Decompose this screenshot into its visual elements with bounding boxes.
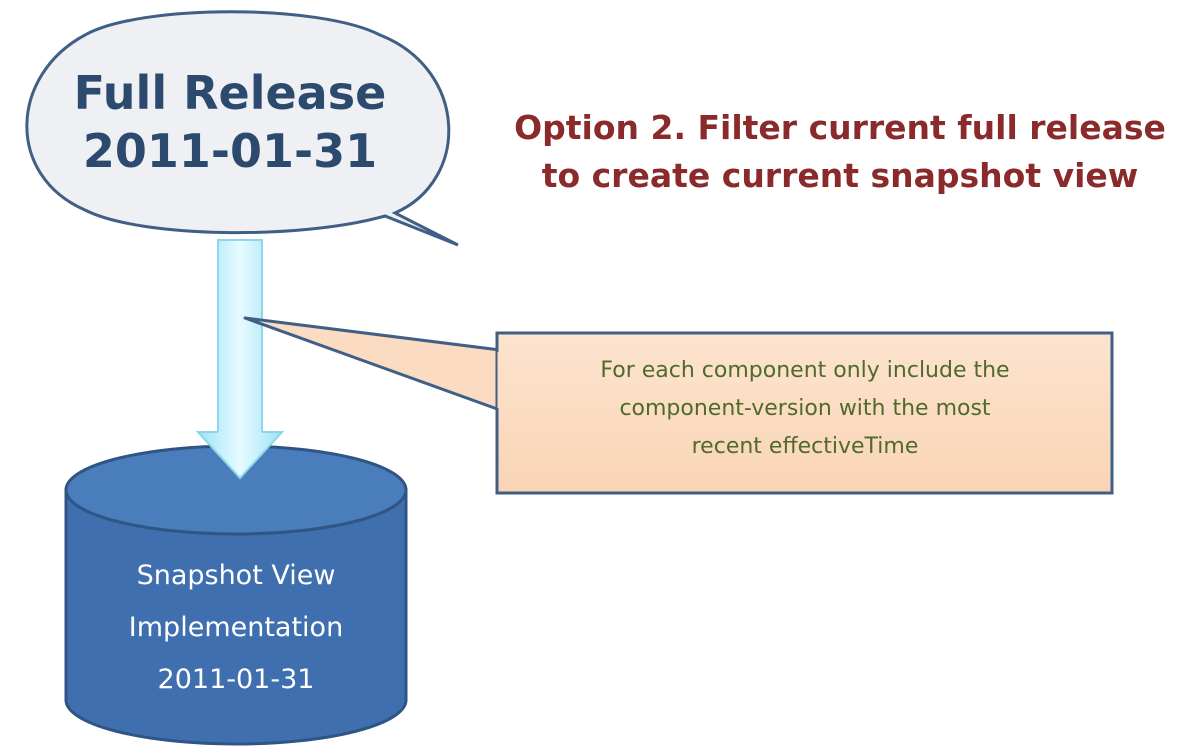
callout-note-line-1: For each component only include the (600, 358, 1010, 383)
callout-pointer (243, 316, 502, 412)
database-label-line-3: 2011-01-31 (157, 664, 315, 695)
down-arrow-tip (195, 431, 285, 480)
speech-bubble-shape (25, 10, 459, 247)
source-bubble-line-1: Full Release (73, 66, 387, 120)
source-bubble-line-2: 2011-01-31 (82, 124, 378, 178)
database-cylinder-body (64, 488, 408, 746)
database-label-line-1: Snapshot View (136, 560, 336, 591)
callout-note-line-2: component-version with the most (619, 396, 991, 421)
database-label: Snapshot View Implementation 2011-01-31 (68, 550, 404, 706)
callout-note-line-3: recent effectiveTime (691, 434, 919, 459)
diagram-title: Option 2. Filter current full release to… (490, 104, 1190, 200)
callout-note-text: For each component only include the comp… (500, 352, 1110, 466)
diagram-title-line-2: to create current snapshot view (541, 156, 1139, 195)
source-bubble-label: Full Release 2011-01-31 (40, 64, 420, 180)
callout-box (495, 331, 1114, 495)
database-label-line-2: Implementation (128, 612, 344, 643)
diagram-title-line-1: Option 2. Filter current full release (514, 108, 1166, 147)
